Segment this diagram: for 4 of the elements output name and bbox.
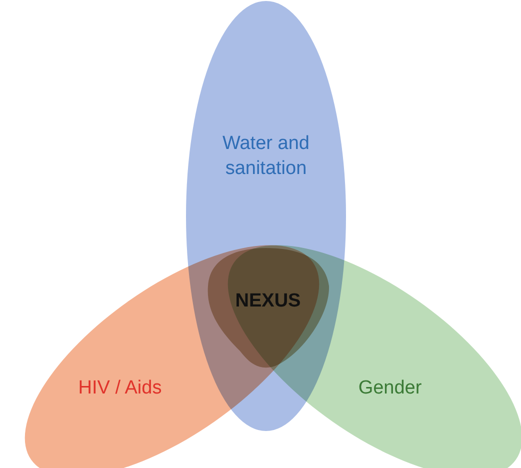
region-label: HIV / Aids bbox=[77, 376, 163, 400]
region-label: Water and sanitation bbox=[222, 132, 310, 181]
region-label: NEXUS bbox=[234, 290, 302, 314]
region-label: Gender bbox=[357, 376, 423, 400]
